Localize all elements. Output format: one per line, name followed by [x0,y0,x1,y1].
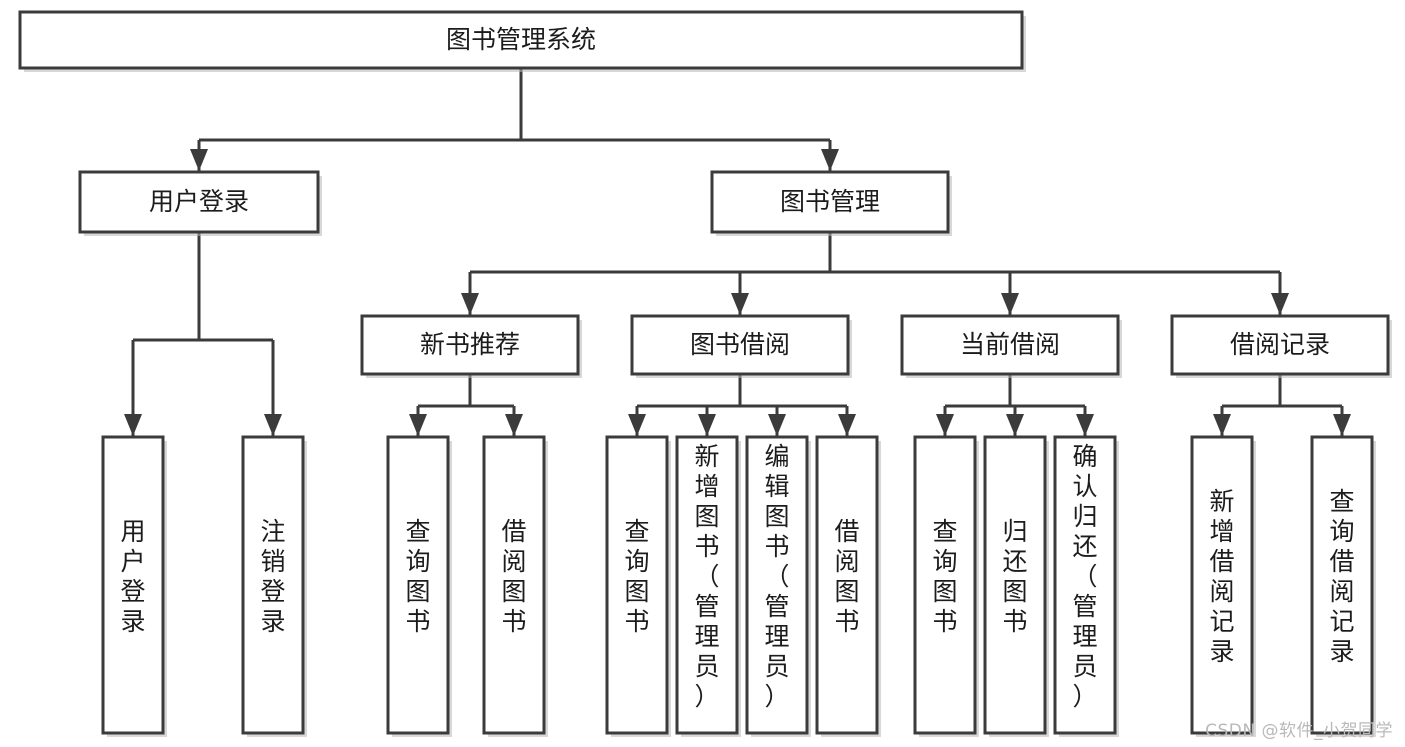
arrow-head-icon [731,293,749,315]
node-label: 用户登录 [149,187,249,216]
node-label: 确认归还（管理员） [1072,442,1097,711]
node-leaf-borrow-book-rec[interactable]: 借阅图书 [482,435,548,737]
arrow-head-icon [1271,293,1289,315]
arrow-head-icon [698,414,716,436]
arrow-head-icon [1213,414,1231,436]
node-leaf-query-book-rec[interactable]: 查询图书 [386,435,452,737]
node-user-login[interactable]: 用户登录 [78,170,322,236]
node-leaf-confirm-return[interactable]: 确认归还（管理员） [1053,435,1119,737]
node-label: 借阅图书 [501,517,526,636]
node-label: 注销登录 [260,517,285,636]
arrow-head-icon [1006,414,1024,436]
node-leaf-query-book-b[interactable]: 查询图书 [605,435,671,737]
node-label: 图书管理系统 [446,25,596,54]
node-label: 查询借阅记录 [1329,487,1354,666]
arrow-head-icon [1333,414,1351,436]
node-layer: 图书管理系统用户登录图书管理新书推荐图书借阅当前借阅借阅记录用户登录注销登录查询… [18,10,1392,737]
arrow-head-icon [124,414,142,436]
node-label: 借阅图书 [834,517,859,636]
arrow-head-icon [461,293,479,315]
node-label: 查询图书 [624,517,649,636]
node-current-borrow[interactable]: 当前借阅 [900,314,1122,378]
node-root-system-title[interactable]: 图书管理系统 [18,10,1026,72]
node-label: 图书借阅 [690,330,790,359]
arrow-head-icon [936,414,954,436]
node-label: 查询图书 [932,517,957,636]
node-book-manage[interactable]: 图书管理 [710,170,952,236]
arrow-head-icon [505,414,523,436]
node-leaf-query-book-c[interactable]: 查询图书 [913,435,979,737]
arrow-head-icon [628,414,646,436]
node-leaf-add-book[interactable]: 新增图书（管理员） [675,435,741,737]
connector-layer [124,68,1351,436]
node-label: 归还图书 [1002,517,1027,636]
arrow-head-icon [821,149,839,171]
arrow-head-icon [190,149,208,171]
node-label: 编辑图书（管理员） [764,442,789,711]
arrow-head-icon [1001,293,1019,315]
arrow-head-icon [409,414,427,436]
node-label: 新增借阅记录 [1209,487,1234,666]
node-leaf-query-record[interactable]: 查询借阅记录 [1310,435,1376,737]
node-label: 图书管理 [780,187,880,216]
node-book-borrow[interactable]: 图书借阅 [630,314,852,378]
node-leaf-return-book[interactable]: 归还图书 [983,435,1049,737]
node-label: 新增图书（管理员） [694,442,719,711]
node-leaf-borrow-book-b[interactable]: 借阅图书 [815,435,881,737]
node-label: 借阅记录 [1230,330,1330,359]
node-label: 查询图书 [405,517,430,636]
arrow-head-icon [838,414,856,436]
arrow-head-icon [1076,414,1094,436]
node-label: 新书推荐 [420,330,520,359]
node-leaf-edit-book[interactable]: 编辑图书（管理员） [745,435,811,737]
node-leaf-logout[interactable]: 注销登录 [241,435,307,737]
node-borrow-record[interactable]: 借阅记录 [1170,314,1392,378]
node-label: 当前借阅 [960,330,1060,359]
node-new-book-recommend[interactable]: 新书推荐 [360,314,582,378]
arrow-head-icon [264,414,282,436]
node-label: 用户登录 [120,517,145,636]
arrow-head-icon [768,414,786,436]
node-leaf-add-record[interactable]: 新增借阅记录 [1190,435,1256,737]
node-leaf-user-login[interactable]: 用户登录 [101,435,167,737]
